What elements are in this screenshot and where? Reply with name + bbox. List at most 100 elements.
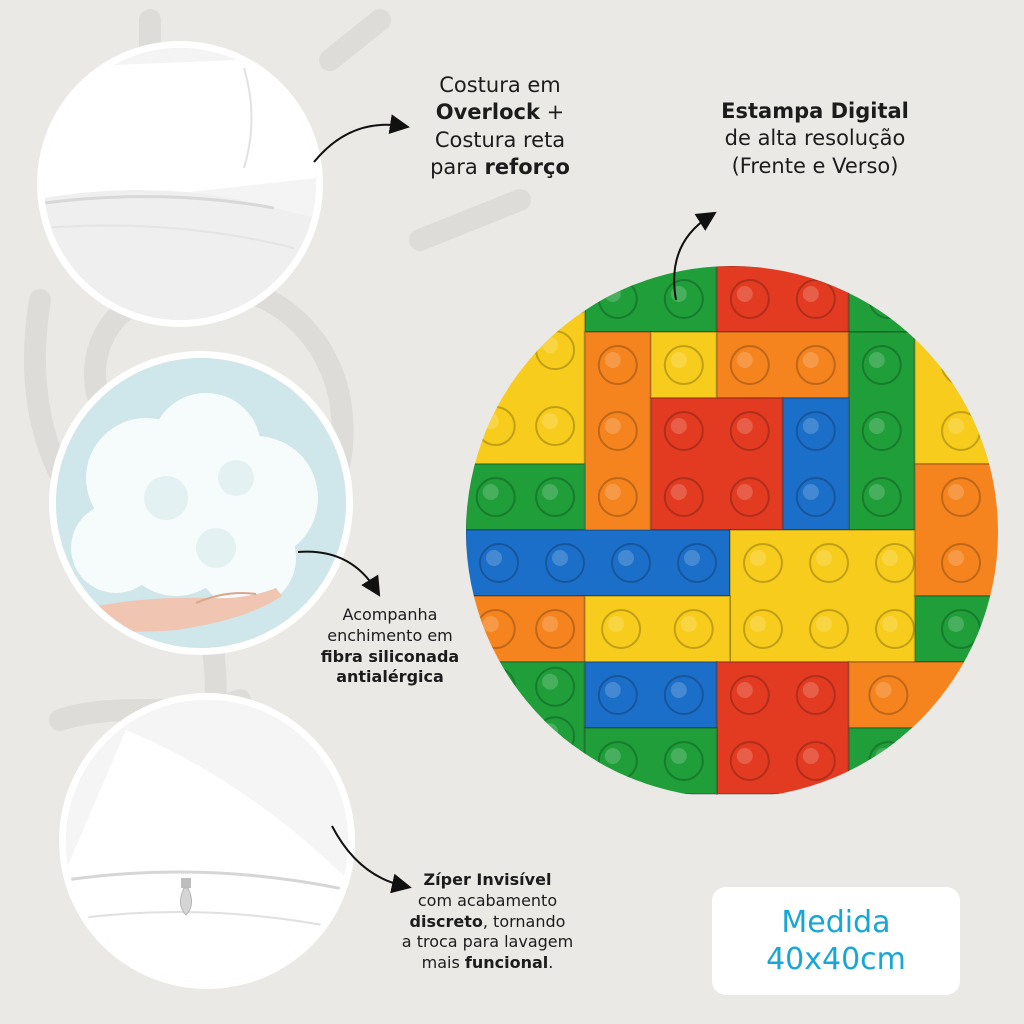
lego-stud-highlight bbox=[802, 748, 819, 764]
lego-stud-highlight bbox=[552, 550, 568, 566]
lego-stud bbox=[809, 543, 849, 583]
lego-stud bbox=[535, 609, 576, 649]
lego-stud-highlight bbox=[802, 286, 819, 302]
lego-stud-highlight bbox=[736, 682, 753, 698]
lego-stud bbox=[868, 675, 909, 715]
lego-stud-highlight bbox=[948, 616, 964, 632]
lego-stud bbox=[729, 675, 770, 715]
zipper-line4: a troca para lavagem bbox=[401, 932, 574, 952]
lego-stud bbox=[475, 477, 516, 517]
sewing-bold-overlock: Overlock bbox=[435, 100, 540, 125]
zipper-line5-post: . bbox=[548, 953, 554, 973]
lego-stud-highlight bbox=[482, 484, 499, 500]
filling-bold2: antialérgica bbox=[336, 667, 444, 687]
lego-stud bbox=[663, 675, 704, 715]
lego-stud bbox=[597, 345, 638, 385]
lego-stud bbox=[743, 609, 783, 649]
lego-stud bbox=[663, 411, 704, 451]
lego-stud-highlight bbox=[736, 484, 753, 500]
lego-stud bbox=[795, 279, 836, 319]
lego-stud bbox=[663, 477, 704, 517]
lego-stud bbox=[663, 345, 704, 385]
lego-stud-highlight bbox=[750, 616, 766, 632]
lego-stud-highlight bbox=[802, 484, 819, 500]
lego-stud bbox=[795, 345, 836, 385]
lego-stud bbox=[795, 477, 836, 517]
lego-stud-highlight bbox=[542, 616, 559, 632]
lego-stud-highlight bbox=[816, 616, 832, 632]
lego-stud bbox=[809, 609, 849, 649]
lego-stud bbox=[729, 411, 770, 451]
filling-line2: enchimento em bbox=[327, 625, 453, 645]
lego-stud bbox=[861, 345, 902, 385]
lego-stud bbox=[795, 741, 836, 781]
sewing-line3: Costura reta bbox=[434, 127, 566, 152]
feature-zipper-text: Zíper Invisível com acabamento discreto,… bbox=[370, 870, 605, 974]
lego-stud-highlight bbox=[948, 484, 964, 500]
lego-stud-highlight bbox=[736, 352, 753, 368]
lego-stud bbox=[941, 477, 981, 517]
feature-print-text: Estampa Digital de alta resolução (Frent… bbox=[680, 98, 950, 180]
lego-stud-highlight bbox=[736, 748, 753, 764]
lego-stud-highlight bbox=[486, 550, 502, 566]
lego-stud bbox=[729, 279, 770, 319]
zipper-bold-title: Zíper Invisível bbox=[423, 870, 552, 889]
lego-stud-highlight bbox=[670, 352, 687, 368]
lego-stud bbox=[535, 477, 576, 517]
lego-stud-highlight bbox=[604, 352, 621, 368]
filling-bold1: fibra siliconada bbox=[320, 646, 460, 666]
lego-stud bbox=[743, 543, 783, 583]
lego-stud-highlight bbox=[618, 550, 634, 566]
lego-stud-highlight bbox=[670, 418, 687, 434]
lego-stud-highlight bbox=[882, 616, 898, 632]
lego-stud bbox=[673, 609, 714, 649]
lego-stud-highlight bbox=[542, 484, 559, 500]
lego-stud-highlight bbox=[868, 484, 885, 500]
lego-stud-highlight bbox=[948, 418, 964, 434]
lego-stud bbox=[611, 543, 651, 583]
lego-stud bbox=[545, 543, 585, 583]
lego-stud-highlight bbox=[542, 413, 559, 430]
lego-stud bbox=[795, 675, 836, 715]
lego-stud-highlight bbox=[542, 673, 559, 690]
lego-stud-highlight bbox=[736, 286, 753, 302]
lego-stud-highlight bbox=[670, 748, 687, 764]
print-line3: (Frente e Verso) bbox=[731, 153, 899, 178]
lego-stud-highlight bbox=[875, 682, 892, 698]
lego-stud bbox=[875, 609, 915, 649]
lego-stud-highlight bbox=[750, 550, 766, 566]
lego-stud-highlight bbox=[670, 682, 687, 698]
zipper-pull-icon bbox=[180, 878, 192, 916]
lego-stud bbox=[875, 543, 915, 583]
feature-sewing-text: Costura em Overlock + Costura reta para … bbox=[400, 72, 600, 181]
lego-stud-highlight bbox=[608, 616, 625, 632]
sewing-plus: + bbox=[539, 100, 565, 125]
size-value: 40x40cm bbox=[766, 942, 906, 977]
lego-stud bbox=[861, 477, 902, 517]
lego-stud-highlight bbox=[482, 616, 499, 632]
lego-stud-highlight bbox=[670, 484, 687, 500]
lego-stud bbox=[729, 477, 770, 517]
lego-stud-highlight bbox=[802, 418, 819, 434]
lego-stud-highlight bbox=[802, 682, 819, 698]
filling-line1: Acompanha bbox=[342, 605, 438, 624]
lego-stud-highlight bbox=[542, 337, 559, 354]
lego-stud-highlight bbox=[604, 418, 621, 434]
lego-stud-highlight bbox=[868, 418, 885, 434]
lego-stud bbox=[601, 609, 642, 649]
zipper-line2: com acabamento bbox=[417, 890, 558, 910]
lego-stud-highlight bbox=[736, 418, 753, 434]
sewing-line4-pre: para bbox=[430, 154, 485, 179]
photo-fiber-filling bbox=[56, 358, 346, 648]
lego-stud-highlight bbox=[604, 748, 621, 764]
lego-stud-highlight bbox=[670, 286, 687, 302]
lego-stud-highlight bbox=[882, 550, 898, 566]
lego-stud bbox=[535, 406, 576, 447]
photo-pillow-sewing bbox=[44, 48, 316, 320]
lego-stud bbox=[479, 543, 519, 583]
lego-stud bbox=[729, 741, 770, 781]
lego-stud bbox=[941, 543, 981, 583]
zipper-line3-rest: , tornando bbox=[482, 911, 566, 931]
lego-stud bbox=[535, 666, 576, 707]
lego-stud-highlight bbox=[816, 550, 832, 566]
